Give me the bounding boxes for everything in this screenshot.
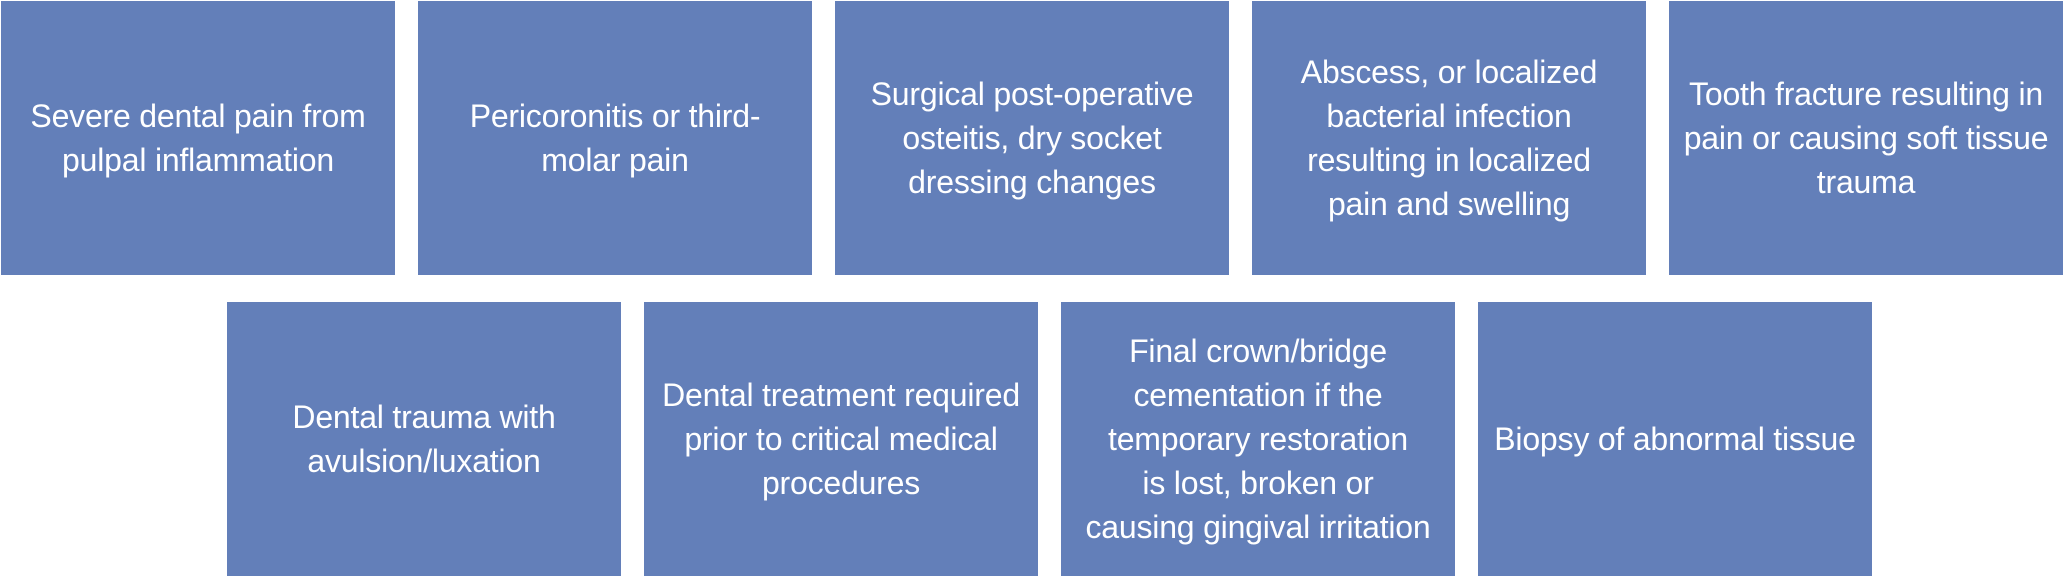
tile-dental-trauma: Dental trauma with avulsion/luxation	[227, 302, 621, 576]
tile-pericoronitis: Pericoronitis or third- molar pain	[418, 1, 812, 275]
tile-dental-treatment-required: Dental treatment required prior to criti…	[644, 302, 1038, 576]
tile-tooth-fracture: Tooth fracture resulting in pain or caus…	[1669, 1, 2063, 275]
tile-final-crown-bridge: Final crown/bridge cementation if the te…	[1061, 302, 1455, 576]
tile-surgical-osteitis: Surgical post-operative osteitis, dry so…	[835, 1, 1229, 275]
tile-abscess: Abscess, or localized bacterial infectio…	[1252, 1, 1646, 275]
tile-severe-dental-pain: Severe dental pain from pulpal inflammat…	[1, 1, 395, 275]
tile-biopsy: Biopsy of abnormal tissue	[1478, 302, 1872, 576]
